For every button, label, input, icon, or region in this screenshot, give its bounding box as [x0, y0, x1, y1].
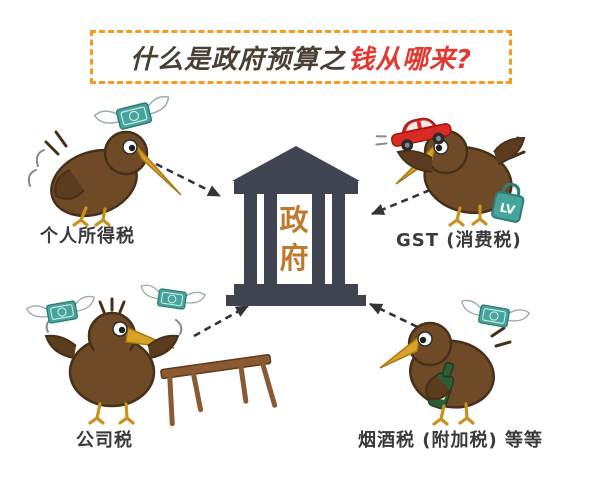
lv-bag-icon: LV: [491, 182, 525, 223]
car-icon: [375, 117, 452, 152]
kiwi-personal-income-tax: [27, 130, 182, 227]
lv-bag-label: LV: [498, 200, 517, 217]
arrow-gst-to-government: [371, 188, 431, 216]
title-prefix: 什么是政府预算之: [129, 44, 346, 75]
arrow-company-tax-to-government: [193, 304, 249, 338]
money-wings-icon: [25, 294, 98, 328]
label-gst: GST (消费税): [396, 230, 522, 251]
money-wings-icon: [458, 298, 531, 332]
money-wings-icon: [138, 283, 207, 313]
label-company-tax: 公司税: [76, 430, 133, 451]
money-wings-icon: [93, 94, 175, 136]
table-icon: [160, 353, 278, 427]
label-personal-income-tax: 个人所得税: [40, 226, 135, 247]
government-building-label: 政府: [279, 203, 309, 275]
label-excise-tax: 烟酒税 (附加税) 等等: [358, 430, 543, 451]
title-banner: 什么是政府预算之 钱从哪来?: [90, 30, 512, 84]
title-highlight: 钱从哪来?: [347, 44, 473, 75]
arrow-excise-tax-to-government: [369, 302, 429, 334]
kiwi-excise-tax: [379, 321, 512, 426]
government-building-icon: [226, 146, 366, 306]
kiwi-company-tax: [44, 297, 183, 425]
